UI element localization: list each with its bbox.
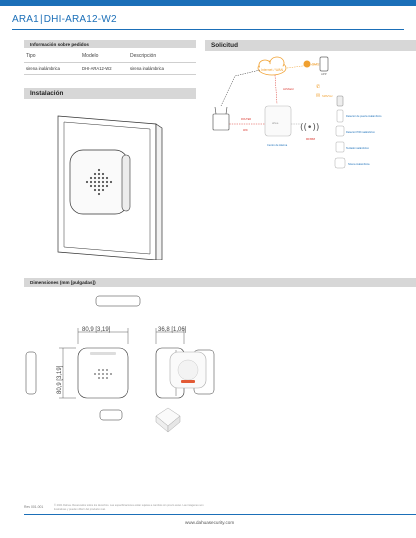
title-rule [12,29,404,30]
cloud-to-app-line [286,63,319,69]
column-header-type: Tipo [26,53,36,59]
rf868-label: RF868 [306,137,315,141]
keypad-icon [335,141,345,153]
sms-icon: ✉ [316,93,321,99]
ordering-table-header: Tipo Modelo Descripción [24,50,196,63]
row-type: sirena inalámbrica [26,66,60,71]
wifi-label: WiFi [243,129,248,132]
legal-disclaimer: © 2021 Dahua. Reservados todos los derec… [54,504,204,511]
application-section-title: Solicitud [211,42,238,49]
footer-website-link[interactable]: www.dahuasecurity.com [185,520,235,525]
pir-detector-icon [335,125,345,137]
column-header-description: Descripción [130,53,157,59]
height-dimension-label: 80,9 [3,19] [57,365,63,394]
pir-detector-label: Detector PIR inalámbrico [346,130,375,134]
product-photo-front [169,351,207,389]
width-dimension-label: 80,9 [3,19] [82,327,111,333]
depth-dimension-label: 36,8 [1,06] [158,327,187,333]
alarm-hub-icon: alhua [264,105,292,137]
footer-rule [24,514,416,515]
application-diagram: Internet / WAN DMSS APP ✆ ✉ SMS/Voz AirS… [212,56,382,169]
product-photo-angle [155,407,181,433]
application-section-header: Solicitud [205,40,416,51]
row-description: sirena inalámbrica [130,66,164,71]
internet-label: Internet / WAN [261,68,284,72]
table-row: sirena inalámbrica DHI-ARA12-W2 sirena i… [24,63,196,75]
dimensions-section-title: Dimensiones (mm [pulgadas]) [30,280,96,285]
cloud-to-hub-line [274,74,278,105]
series-name: ARA1 [12,14,39,25]
row-model: DHI-ARA12-W2 [82,66,112,71]
router-icon [212,106,230,131]
app-label: APP [321,72,327,76]
dmss-label: DMSS [312,63,321,67]
airshield-label: AirShield [283,87,294,91]
ordering-section-header: Información sobre pedidos [24,40,196,48]
hub-label: Centro de Alarma [267,143,288,147]
door-detector-icon [336,109,344,123]
sms-voice-label: SMS/Voz [322,94,333,98]
call-icon: ✆ [316,84,320,90]
ordering-table: Tipo Modelo Descripción sirena inalámbri… [24,50,196,75]
dmss-icon [303,60,311,68]
column-header-model: Modelo [82,53,99,59]
phone-right-icon [336,95,344,107]
cloud-to-router-line [220,69,261,107]
revision-number: Rev 001.001 [24,505,44,509]
wireless-signal-icon: ((•)) [300,123,319,133]
top-accent-bar [0,0,416,6]
door-detector-label: Detector de puerta inalámbrico [346,114,382,118]
siren-device-icon [69,149,131,215]
ordering-section-title: Información sobre pedidos [30,41,89,47]
installation-section-header: Instalación [24,88,196,99]
svg-text:alhua: alhua [272,121,279,125]
cloud-icon [257,56,287,76]
model-name: DHI-ARA12-W2 [43,14,117,25]
title-separator: | [39,14,43,25]
siren-label: Sirena inalámbrica [348,162,370,166]
siren-icon [334,157,346,169]
dimensions-section-header: Dimensiones (mm [pulgadas]) [24,278,416,287]
smartphone-icon [319,56,329,72]
keypad-label: Teclado inalámbrico [346,146,369,150]
router-label: ROUTER [241,118,251,121]
page-title: ARA1|DHI-ARA12-W2 [12,14,117,25]
installation-section-title: Instalación [30,90,64,97]
installation-illustration [57,115,163,260]
